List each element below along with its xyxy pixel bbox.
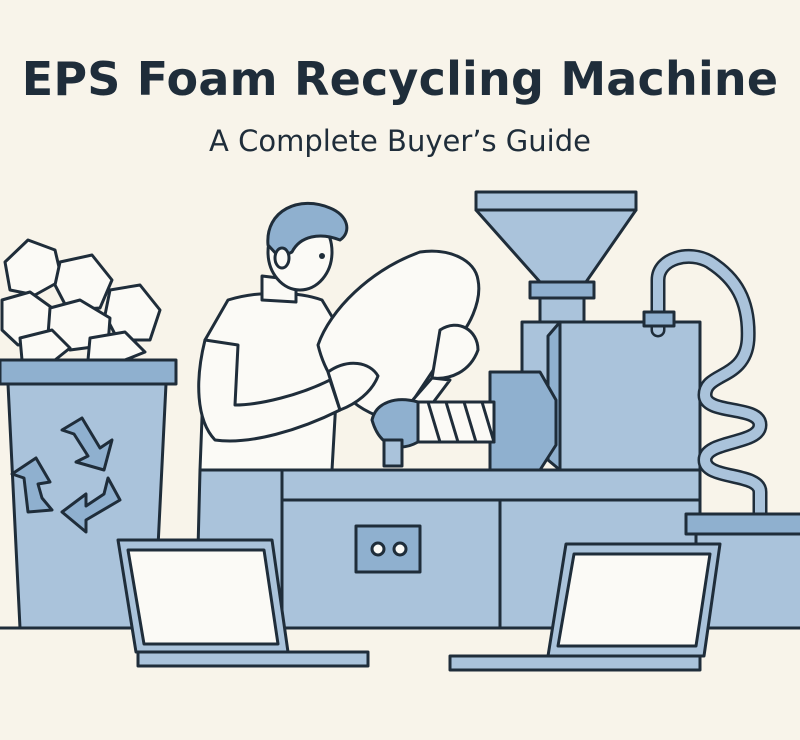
page-title: EPS Foam Recycling Machine — [21, 52, 779, 106]
person-left-hand — [326, 361, 380, 412]
person-eye — [319, 253, 325, 259]
laptop-left — [116, 538, 370, 668]
bin-lid — [0, 358, 178, 386]
laptop-right-base — [448, 654, 702, 672]
machine-gear-housing — [488, 370, 558, 472]
machine-hopper — [474, 190, 638, 284]
extruder-screw — [416, 400, 496, 444]
machine-nozzle — [370, 398, 420, 449]
two-button-panel-icon — [354, 524, 422, 574]
laptop-right — [448, 542, 722, 672]
recycle-symbol-icon — [10, 416, 122, 534]
person-right-hand — [430, 323, 480, 380]
page-subtitle: A Complete Buyer’s Guide — [209, 124, 591, 158]
person-left-arm — [197, 338, 342, 443]
person-hair — [266, 201, 349, 260]
cooling-pipe — [642, 248, 768, 528]
foam-pile — [0, 238, 162, 364]
laptop-left-base — [136, 650, 370, 668]
